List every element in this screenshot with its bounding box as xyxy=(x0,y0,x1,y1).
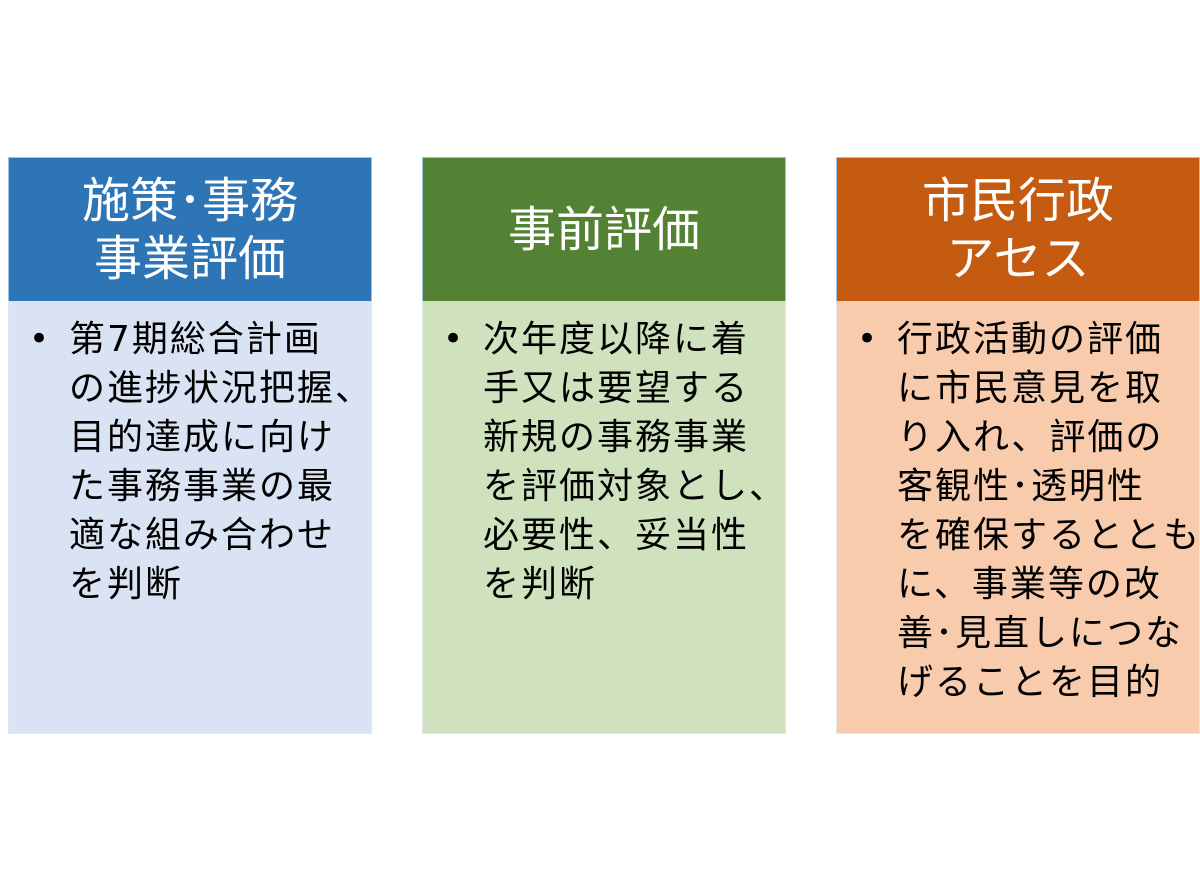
bullet-icon: • xyxy=(443,319,464,359)
card-body: • 行政活動の評価 に市民意見を取 り入れ、評価の 客観性･透明性 を確保すると… xyxy=(836,301,1200,734)
card-citizen-assessment: 市民行政 アセス • 行政活動の評価 に市民意見を取 り入れ、評価の 客観性･透… xyxy=(836,157,1200,734)
description-line: 手又は要望する xyxy=(483,368,750,409)
card-title-line: 事前評価 xyxy=(507,201,700,258)
card-title-line: 事業評価 xyxy=(93,230,286,287)
description-line: 善･見直しにつな xyxy=(897,613,1184,654)
card-description: 行政活動の評価 に市民意見を取 り入れ、評価の 客観性･透明性 を確保するととも… xyxy=(897,315,1200,733)
description-line: 必要性、妥当性 xyxy=(483,515,750,556)
card-description: 第7期総合計画 の進捗状況把握、 目的達成に向け た事務事業の最 適な組み合わせ… xyxy=(69,315,373,733)
card-title-line: 施策･事務 xyxy=(81,172,298,229)
description-line: の進捗状況把握、 xyxy=(69,368,374,409)
card-body: • 次年度以降に着 手又は要望する 新規の事務事業 を評価対象とし、 必要性、妥… xyxy=(422,301,786,734)
description-line: 第7期総合計画 xyxy=(69,319,322,360)
description-line: 次年度以降に着 xyxy=(483,319,750,360)
description-line: 行政活動の評価 xyxy=(897,319,1164,360)
description-line: を評価対象とし、 xyxy=(483,466,788,507)
bullet-icon: • xyxy=(29,319,50,359)
description-line: を確保するととも xyxy=(897,515,1200,556)
card-title-line: 市民行政 xyxy=(921,172,1114,229)
bullet-icon: • xyxy=(857,319,878,359)
description-line: げることを目的 xyxy=(897,662,1164,703)
description-line: 目的達成に向け xyxy=(69,417,336,458)
description-line: に市民意見を取 xyxy=(897,368,1164,409)
card-body: • 第7期総合計画 の進捗状況把握、 目的達成に向け た事務事業の最 適な組み合… xyxy=(8,301,372,734)
card-description: 次年度以降に着 手又は要望する 新規の事務事業 を評価対象とし、 必要性、妥当性… xyxy=(483,315,787,733)
description-line: 新規の事務事業 xyxy=(483,417,750,458)
card-pre-evaluation: 事前評価 • 次年度以降に着 手又は要望する 新規の事務事業 を評価対象とし、 … xyxy=(422,157,786,734)
description-line: を判断 xyxy=(69,564,184,605)
card-title-line: アセス xyxy=(946,230,1090,287)
description-line: た事務事業の最 xyxy=(69,466,336,507)
description-line: 客観性･透明性 xyxy=(897,466,1146,507)
description-line: に、事業等の改 xyxy=(897,564,1162,605)
card-policy-evaluation: 施策･事務 事業評価 • 第7期総合計画 の進捗状況把握、 目的達成に向け た事… xyxy=(8,157,372,734)
card-header: 施策･事務 事業評価 xyxy=(8,157,372,301)
card-header: 市民行政 アセス xyxy=(836,157,1200,301)
card-header: 事前評価 xyxy=(422,157,786,301)
description-line: を判断 xyxy=(483,564,598,605)
description-line: り入れ、評価の xyxy=(897,417,1164,458)
description-line: 適な組み合わせ xyxy=(69,515,336,556)
